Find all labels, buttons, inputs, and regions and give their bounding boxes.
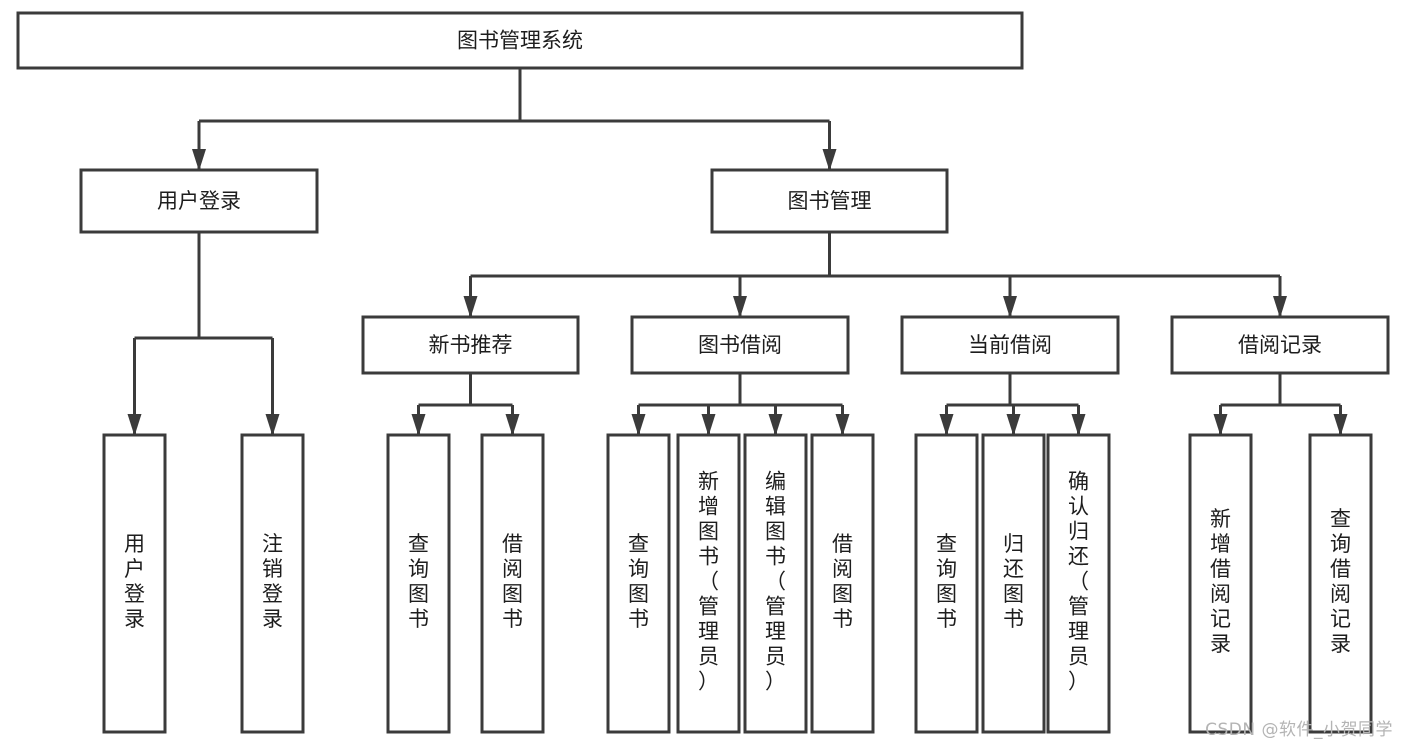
arrow-head-icon: [939, 414, 954, 436]
node-label-leaf-edit-book: 编辑图书（管理员）: [765, 470, 786, 694]
connector-book-manage: [463, 232, 1287, 318]
node-box-leaf-return-book: [981, 433, 1046, 734]
node-label-leaf-query-record: 查询借阅记录: [1330, 507, 1351, 656]
node-box-leaf-borrow-book-1: [480, 433, 545, 734]
node-box-borrow-record: [1170, 315, 1390, 375]
node-box-leaf-borrow-book-2: [810, 433, 875, 734]
arrow-head-icon: [127, 414, 142, 436]
node-box-leaf-query-book-1: [386, 433, 451, 734]
watermark-text: CSDN @软件_小贺同学: [1205, 720, 1393, 740]
arrow-head-icon: [631, 414, 646, 436]
node-leaf-add-record[interactable]: 新增借阅记录: [1188, 433, 1253, 734]
node-box-leaf-edit-book: [743, 433, 808, 734]
node-leaf-query-book-3[interactable]: 查询图书: [914, 433, 979, 734]
node-leaf-add-book[interactable]: 新增图书（管理员）: [676, 433, 741, 734]
arrow-head-icon: [192, 149, 206, 171]
connector-user-login: [127, 232, 280, 436]
node-new-book-recommend[interactable]: 新书推荐: [361, 315, 580, 375]
node-leaf-borrow-book-1[interactable]: 借阅图书: [480, 433, 545, 734]
node-label-new-book-recommend: 新书推荐: [429, 333, 513, 357]
node-label-leaf-return-book: 归还图书: [1003, 532, 1024, 631]
node-label-leaf-query-book-3: 查询图书: [936, 532, 957, 631]
node-box-user-login: [79, 168, 319, 234]
node-label-leaf-add-record: 新增借阅记录: [1210, 507, 1231, 656]
arrow-head-icon: [1213, 414, 1228, 436]
node-leaf-query-book-2[interactable]: 查询图书: [606, 433, 671, 734]
node-label-user-login: 用户登录: [157, 189, 241, 213]
node-label-current-borrow: 当前借阅: [968, 333, 1052, 357]
node-box-leaf-query-record: [1308, 433, 1373, 734]
node-box-leaf-query-book-3: [914, 433, 979, 734]
node-leaf-query-record[interactable]: 查询借阅记录: [1308, 433, 1373, 734]
connector-book-borrow: [631, 373, 850, 436]
connector-new-book-recommend: [411, 373, 520, 436]
node-box-book-borrow: [630, 315, 850, 375]
node-box-leaf-query-book-2: [606, 433, 671, 734]
node-leaf-user-logout[interactable]: 注销登录: [240, 433, 305, 734]
node-box-current-borrow: [900, 315, 1120, 375]
connector-borrow-record: [1213, 373, 1348, 436]
node-box-book-manage: [710, 168, 949, 234]
node-book-manage[interactable]: 图书管理: [710, 168, 949, 234]
connector-layer: [127, 68, 1348, 436]
arrow-head-icon: [1003, 296, 1017, 318]
node-label-leaf-add-book: 新增图书（管理员）: [698, 470, 719, 694]
node-book-borrow[interactable]: 图书借阅: [630, 315, 850, 375]
node-label-leaf-borrow-book-1: 借阅图书: [502, 532, 523, 631]
node-current-borrow[interactable]: 当前借阅: [900, 315, 1120, 375]
arrow-head-icon: [822, 149, 837, 171]
arrow-head-icon: [1071, 414, 1086, 436]
node-leaf-query-book-1[interactable]: 查询图书: [386, 433, 451, 734]
arrow-head-icon: [701, 414, 716, 436]
node-leaf-borrow-book-2[interactable]: 借阅图书: [810, 433, 875, 734]
node-user-login[interactable]: 用户登录: [79, 168, 319, 234]
node-borrow-record[interactable]: 借阅记录: [1170, 315, 1390, 375]
node-layer: 图书管理系统用户登录图书管理新书推荐图书借阅当前借阅借阅记录用户登录注销登录查询…: [16, 11, 1390, 734]
node-box-new-book-recommend: [361, 315, 580, 375]
node-box-leaf-user-login: [102, 433, 167, 734]
node-box-leaf-add-record: [1188, 433, 1253, 734]
node-label-leaf-query-book-1: 查询图书: [408, 532, 429, 631]
arrow-head-icon: [1006, 414, 1021, 436]
arrow-head-icon: [463, 296, 478, 318]
node-label-root: 图书管理系统: [457, 29, 583, 53]
arrow-head-icon: [265, 414, 280, 436]
arrow-head-icon: [505, 414, 520, 436]
node-label-leaf-query-book-2: 查询图书: [628, 532, 649, 631]
arrow-head-icon: [411, 414, 426, 436]
node-label-leaf-borrow-book-2: 借阅图书: [832, 532, 853, 631]
node-label-book-borrow: 图书借阅: [698, 333, 782, 357]
node-label-leaf-user-logout: 注销登录: [262, 532, 283, 631]
node-box-root: [16, 11, 1024, 70]
node-leaf-edit-book[interactable]: 编辑图书（管理员）: [743, 433, 808, 734]
node-leaf-return-book[interactable]: 归还图书: [981, 433, 1046, 734]
node-box-leaf-confirm-return: [1046, 433, 1111, 734]
arrow-head-icon: [1273, 296, 1287, 318]
node-label-leaf-user-login: 用户登录: [124, 532, 145, 631]
node-root[interactable]: 图书管理系统: [16, 11, 1024, 70]
arrow-head-icon: [835, 414, 850, 436]
node-label-borrow-record: 借阅记录: [1238, 333, 1322, 357]
node-label-leaf-confirm-return: 确认归还（管理员）: [1068, 470, 1089, 694]
node-box-leaf-user-logout: [240, 433, 305, 734]
arrow-head-icon: [1333, 414, 1348, 436]
connector-root: [192, 68, 837, 171]
node-box-leaf-add-book: [676, 433, 741, 734]
node-leaf-confirm-return[interactable]: 确认归还（管理员）: [1046, 433, 1111, 734]
arrow-head-icon: [733, 296, 747, 318]
connector-current-borrow: [939, 373, 1086, 436]
node-label-book-manage: 图书管理: [788, 189, 872, 213]
node-leaf-user-login[interactable]: 用户登录: [102, 433, 167, 734]
arrow-head-icon: [768, 414, 783, 436]
